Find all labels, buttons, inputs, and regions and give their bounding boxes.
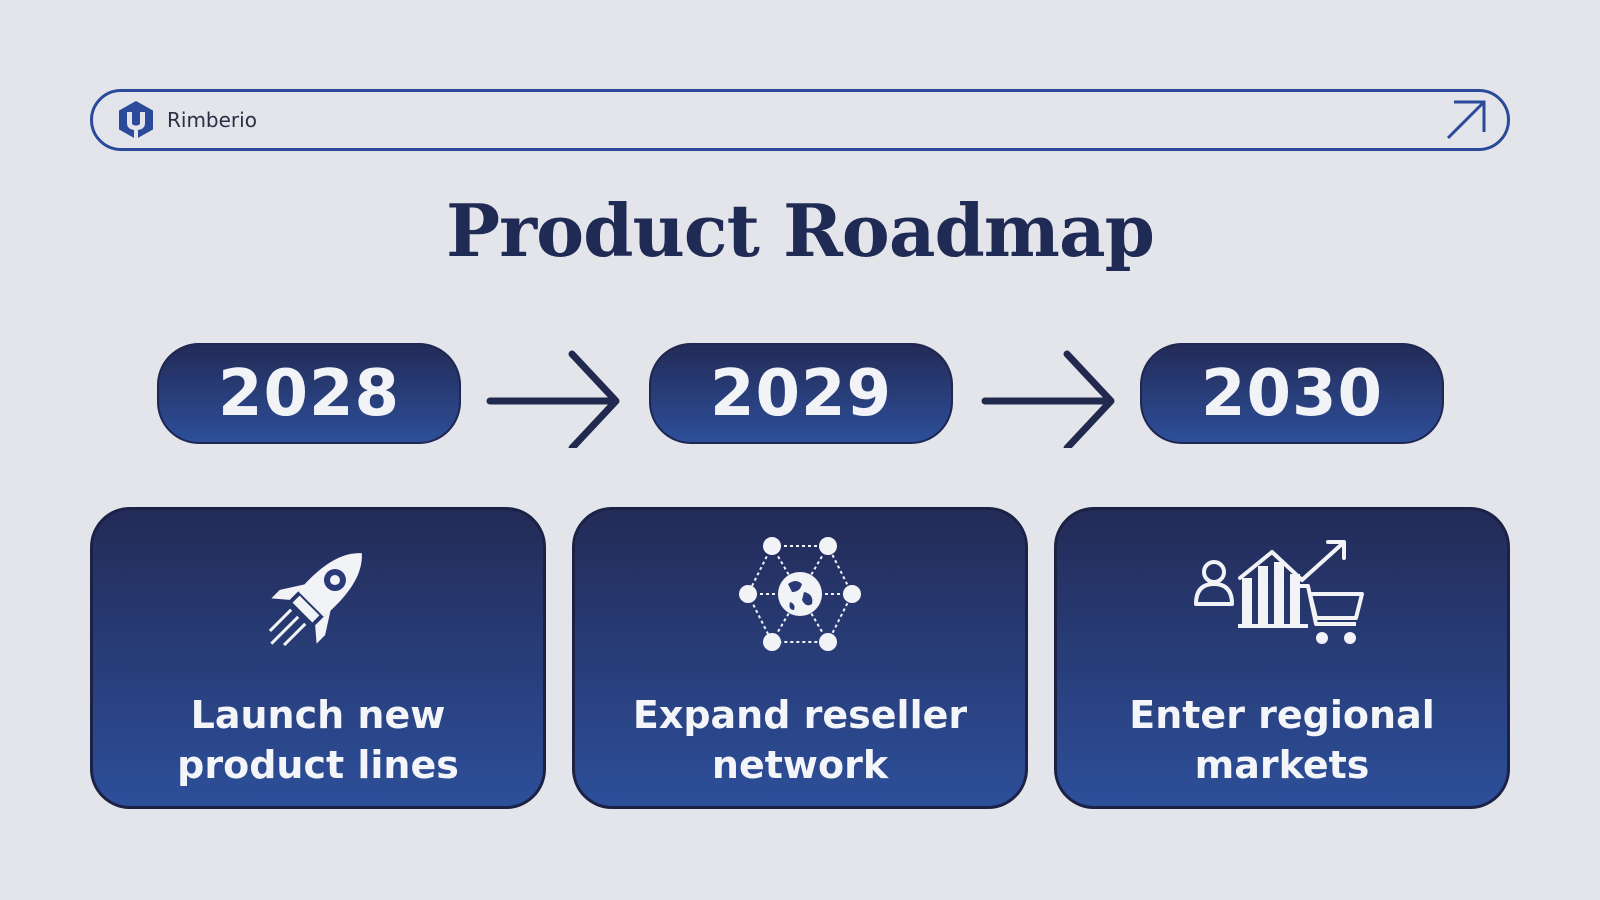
goal-card-3: Enter regional markets [1054, 507, 1510, 809]
globe-network-icon [739, 537, 861, 651]
year-pill-1: 2028 [157, 343, 461, 444]
goal-card-2: Expand reseller network [572, 507, 1028, 809]
page-title: Product Roadmap [446, 188, 1155, 273]
arrow-up-right-icon[interactable] [1443, 97, 1489, 143]
arrow-right-icon [486, 350, 620, 448]
goal-label: Enter regional markets [1129, 693, 1435, 787]
year-pill-2: 2029 [649, 343, 953, 444]
goal-label: Launch new product lines [177, 693, 459, 787]
rocket-icon [268, 553, 362, 647]
goal-label: Expand reseller network [632, 693, 968, 787]
arrow-right-icon [981, 350, 1115, 448]
year-pill-3: 2030 [1140, 343, 1444, 444]
goal-card-1: Launch new product lines [90, 507, 546, 809]
hexagon-logo-icon [119, 101, 153, 139]
header-bar: Rimberio [90, 89, 1510, 151]
brand-name: Rimberio [167, 108, 257, 132]
market-growth-icon [1194, 540, 1364, 644]
